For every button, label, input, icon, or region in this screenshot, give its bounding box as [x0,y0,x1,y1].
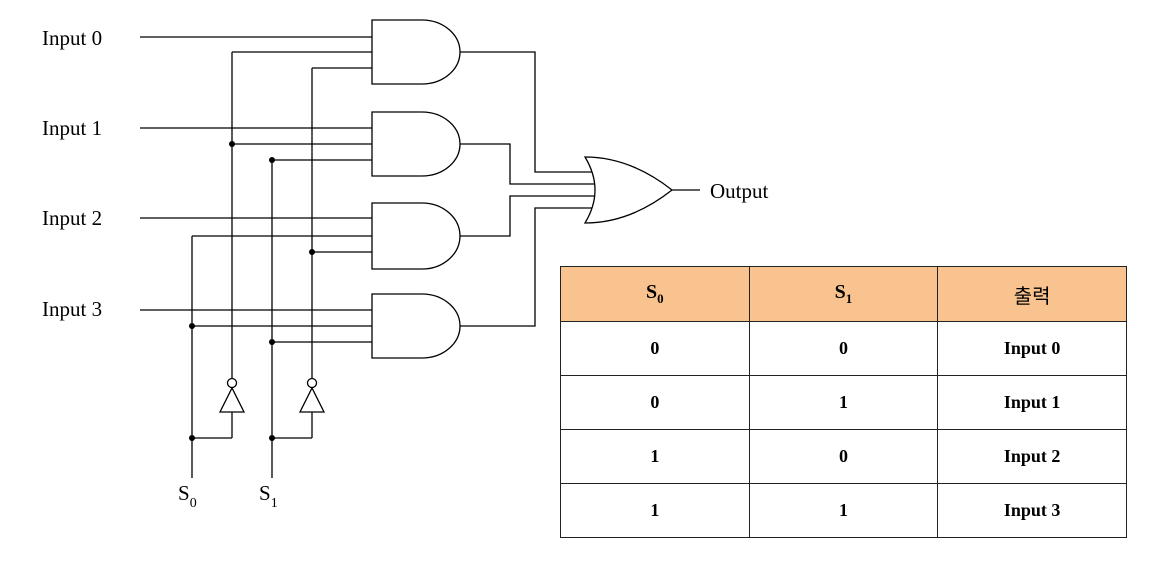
input-label-0: Input 0 [42,26,102,50]
and-gate-3 [371,293,461,359]
header-s1: S1 [748,266,939,322]
cell-output: Input 2 [937,429,1127,484]
header-output: 출력 [937,266,1127,322]
table-row: 0 1 Input 1 [560,375,1127,430]
input-label-3: Input 3 [42,297,102,321]
header-s0: S0 [560,266,750,322]
cell-s1: 0 [748,429,939,484]
cell-s1: 0 [748,321,939,376]
input-label-1: Input 1 [42,116,102,140]
cell-s1: 1 [748,375,939,430]
or-gate [583,156,674,224]
cell-output: Input 1 [937,375,1127,430]
cell-s0: 1 [560,483,750,538]
table-row: 1 0 Input 2 [560,429,1127,484]
selector-label-s0: S0 [178,481,197,511]
and-gate-2 [371,202,461,270]
cell-s1: 1 [748,483,939,538]
and-gate-1 [371,111,461,177]
selector-label-s1: S1 [259,481,278,511]
truth-table: S0 S1 출력 0 0 Input 0 0 1 Input 1 1 0 Inp… [560,266,1127,538]
input-label-2: Input 2 [42,206,102,230]
not-gate-s1 [298,377,326,413]
not-gate-s0 [218,377,246,413]
cell-s0: 0 [560,321,750,376]
cell-output: Input 0 [937,321,1127,376]
table-row: 0 0 Input 0 [560,321,1127,376]
and-gate-0 [371,19,461,85]
table-header-row: S0 S1 출력 [560,266,1127,322]
junction-dots [189,141,315,441]
cell-s0: 0 [560,375,750,430]
output-label: Output [710,179,769,203]
cell-s0: 1 [560,429,750,484]
wires [140,36,700,478]
cell-output: Input 3 [937,483,1127,538]
table-row: 1 1 Input 3 [560,483,1127,538]
